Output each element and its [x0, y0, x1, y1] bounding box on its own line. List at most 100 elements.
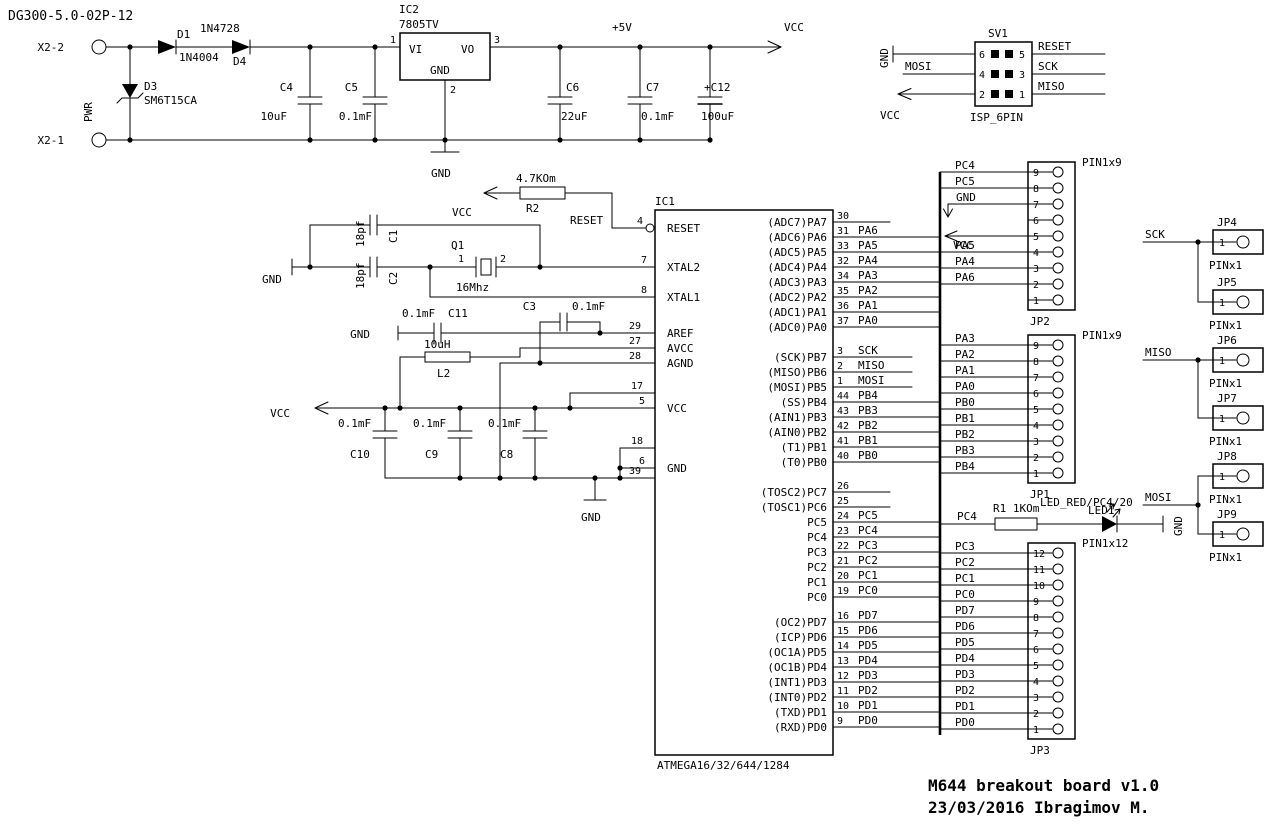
pin-circle-icon	[1236, 235, 1250, 249]
jumper-ref: JP5	[1217, 276, 1237, 289]
shape	[442, 137, 448, 143]
net-label: PA0	[858, 314, 878, 327]
connector-type: PIN1x12	[1082, 537, 1128, 550]
connector-pin-number: 5	[1033, 661, 1039, 672]
shape	[637, 44, 643, 50]
ic1-pin-number: 43	[837, 406, 849, 417]
net-label: PB3	[858, 404, 878, 417]
c4-ref: C4	[280, 81, 294, 94]
connector-ref: JP2	[1030, 315, 1050, 328]
ic1-pin-number: 30	[837, 211, 849, 222]
jumper-type: PINx1	[1209, 493, 1242, 506]
pin-circle-icon	[1052, 579, 1064, 591]
net-label: PD7	[858, 609, 878, 622]
d1-ref: D1	[177, 28, 190, 41]
ic1-pin-number: 34	[837, 271, 849, 282]
label: GND	[667, 462, 687, 475]
pin-circle-icon	[1052, 659, 1064, 671]
jumper-type: PINx1	[1209, 435, 1242, 448]
net-label: PA3	[955, 332, 975, 345]
jumper-pin-number: 1	[1219, 238, 1225, 249]
wire	[947, 208, 953, 218]
label: 28	[629, 351, 641, 362]
c10-ref: C10	[350, 448, 370, 461]
jumper-pin-number: 1	[1219, 414, 1225, 425]
ic1-pin-name: (SS)PB4	[781, 396, 828, 409]
rail-gnd-label: GND	[581, 511, 601, 524]
net-label: PD6	[858, 624, 878, 637]
ic1-pin-name: PC1	[807, 576, 827, 589]
isp-header-section: SV1 ISP_6PIN 6 4 2 5 3 1 GND MOSI VCC RE…	[878, 27, 1106, 124]
ic1-pin-name: (ICP)PD6	[774, 631, 827, 644]
wire	[314, 407, 329, 415]
c10-value: 0.1mF	[338, 417, 371, 430]
shape	[617, 475, 623, 481]
connector-pin-number: 7	[1033, 629, 1039, 640]
label: 39	[629, 466, 641, 477]
shape	[307, 264, 313, 270]
ic1-pin-number: 9	[837, 716, 843, 727]
ic1-pin-name: (OC1A)PD5	[767, 646, 827, 659]
wire	[897, 93, 912, 100]
vcc-arrow-icon	[483, 186, 498, 194]
pin-circle-icon	[1052, 214, 1064, 226]
ic1-pin-name: (TXD)PD1	[774, 706, 827, 719]
ic1-pin-name: (ADC3)PA3	[767, 276, 827, 289]
pin-circle-icon	[1052, 246, 1064, 258]
net-label: MOSI	[1145, 491, 1172, 504]
shape	[532, 475, 538, 481]
x2-1-label: X2-1	[38, 134, 65, 147]
pin-circle-icon	[1052, 339, 1064, 351]
pin-circle-icon	[1236, 295, 1250, 309]
x2-1-terminal	[91, 132, 107, 148]
net-label: PD2	[858, 684, 878, 697]
pin-circle-icon	[1052, 547, 1064, 559]
label: AVCC	[667, 342, 694, 355]
shape	[127, 137, 133, 143]
ic1-pin-name: (AIN1)PB3	[767, 411, 827, 424]
ic1-pin-name: (OC2)PD7	[774, 616, 827, 629]
ic1-pin-number: 13	[837, 656, 849, 667]
tvs-d3-icon	[122, 84, 138, 98]
ic1-pin-name: (T1)PB1	[781, 441, 827, 454]
crystal-q1-icon	[480, 258, 492, 276]
pin-circle-icon	[1236, 527, 1250, 541]
net-label: PA4	[858, 254, 878, 267]
shape	[382, 405, 388, 411]
ic1-pin-number: 14	[837, 641, 849, 652]
net-label: PA5	[955, 239, 975, 252]
jumper-type: PINx1	[1209, 551, 1242, 564]
net-label: PB4	[858, 389, 878, 402]
connector-pin-number: 3	[1033, 264, 1039, 275]
c6-ref: C6	[566, 81, 579, 94]
pin-circle-icon	[1052, 355, 1064, 367]
isp-reset-label: RESET	[1038, 40, 1071, 53]
led-section: PC4 R1 1KOm LED_RED/PC4/20 LED1 GND	[939, 496, 1185, 536]
ic1-pin-number: 41	[837, 436, 849, 447]
isp-mosi-label: MOSI	[905, 60, 932, 73]
analog-filter-section: GND 0.1mF C11 C3 0.1mF 10uH L2	[350, 300, 656, 481]
shape	[457, 475, 463, 481]
label: 17	[631, 381, 643, 392]
shape	[372, 44, 378, 50]
jumper-ref: JP6	[1217, 334, 1237, 347]
net-label: PC3	[955, 540, 975, 553]
pin-circle-icon	[1052, 675, 1064, 687]
connector-pin-number: 4	[1033, 677, 1039, 688]
label: AREF	[667, 327, 694, 340]
reset-section: 4.7KOm R2 VCC RESET	[452, 172, 647, 229]
ic1-pin-name: (MISO)PB6	[767, 366, 827, 379]
resistor-r2-icon	[519, 186, 566, 200]
shape	[127, 44, 133, 50]
connector-pin-number: 3	[1033, 693, 1039, 704]
ic1-pin-number: 40	[837, 451, 849, 462]
ic2-pin3: 3	[494, 35, 500, 46]
shape	[567, 405, 573, 411]
ic1-pin-name: (ADC1)PA1	[767, 306, 827, 319]
net-label: PC2	[955, 556, 975, 569]
net-label: PA5	[858, 239, 878, 252]
wire	[943, 208, 949, 218]
net-label: PA6	[955, 271, 975, 284]
shape	[537, 264, 543, 270]
drawing-title: DG300-5.0-02P-12	[8, 9, 133, 24]
